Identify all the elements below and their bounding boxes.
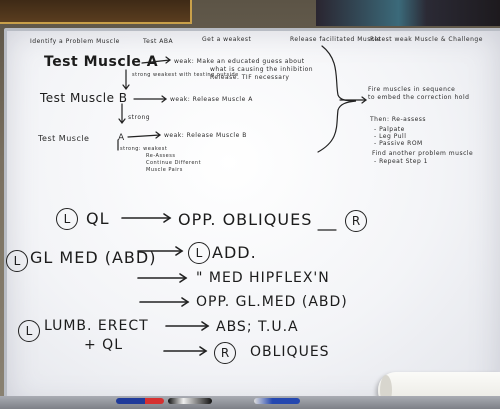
pair-abs-tva: ABS; T.U.A <box>216 319 299 335</box>
note-6: - Passive ROM <box>374 140 423 147</box>
test-a-weak: weak: Make an educated guess about <box>174 58 305 65</box>
step-1b: Test ABA <box>143 38 174 45</box>
test-muscle-b-label: Test Muscle B <box>40 91 128 105</box>
marker-tray <box>0 396 500 409</box>
step-4: Retest weak Muscle & Challenge <box>370 36 483 43</box>
note-4: - Palpate <box>374 126 405 133</box>
step-1: Identify a Problem Muscle <box>30 38 120 45</box>
note-1: Fire muscles in sequence <box>368 86 456 93</box>
pair-obliques: OBLIQUES <box>250 344 330 360</box>
pair-add: ADD. <box>212 243 257 262</box>
blue-marker <box>254 398 300 404</box>
pair-ql: QL <box>86 209 110 228</box>
note-2: to embed the correction hold <box>368 94 470 101</box>
test-c-strong-3: Continue Different <box>146 160 202 166</box>
note-5: - Leg Pull <box>374 133 407 140</box>
circle-right-1: R <box>345 210 367 232</box>
red-blue-marker <box>116 398 164 404</box>
pair-med-hip: " MED HIPFLEX'N <box>196 270 330 286</box>
pair-plus-ql: + QL <box>84 337 123 353</box>
test-muscle-c-label: Test Muscle <box>38 134 90 143</box>
test-a-strong: strong weakest with testing outside <box>132 72 239 78</box>
test-c-weak: weak: Release Muscle B <box>164 132 247 139</box>
background-people <box>316 0 500 26</box>
note-3: Then: Re-assess <box>370 116 427 123</box>
test-c-strong-1: strong: weakest <box>120 146 168 152</box>
pair-gl-med: GL MED (ABD) <box>30 248 157 267</box>
picture-frame <box>0 0 192 24</box>
circle-left-2: L <box>6 250 28 272</box>
test-b-weak: weak: Release Muscle A <box>170 96 253 103</box>
step-3: Release facilitated Muscle <box>290 36 381 43</box>
test-a-weak-2: what is causing the inhibition <box>210 66 314 73</box>
test-c-strong-4: Muscle Pairs <box>146 167 183 173</box>
note-7: Find another problem muscle <box>372 150 474 157</box>
pair-opp-gl-med: OPP. GL.MED (ABD) <box>196 294 348 310</box>
test-muscle-a-label: Test Muscle A <box>44 54 159 70</box>
test-c-strong-2: Re-Assess <box>146 153 176 159</box>
circle-left-3: L <box>188 242 210 264</box>
test-muscle-c-a: A <box>118 133 125 143</box>
test-a-weak-3: Release. TIF necessary <box>210 74 290 81</box>
step-2: Get a weakest <box>202 36 252 43</box>
note-8: - Repeat Step 1 <box>374 158 428 165</box>
test-b-strong: strong <box>128 114 151 121</box>
black-marker <box>168 398 212 404</box>
pair-opp-obliques: OPP. OBLIQUES <box>178 210 313 229</box>
pair-lumb-erect: LUMB. ERECT <box>44 318 149 334</box>
circle-left-4: L <box>18 320 40 342</box>
circle-left-1: L <box>56 208 78 230</box>
circle-right-2: R <box>214 342 236 364</box>
